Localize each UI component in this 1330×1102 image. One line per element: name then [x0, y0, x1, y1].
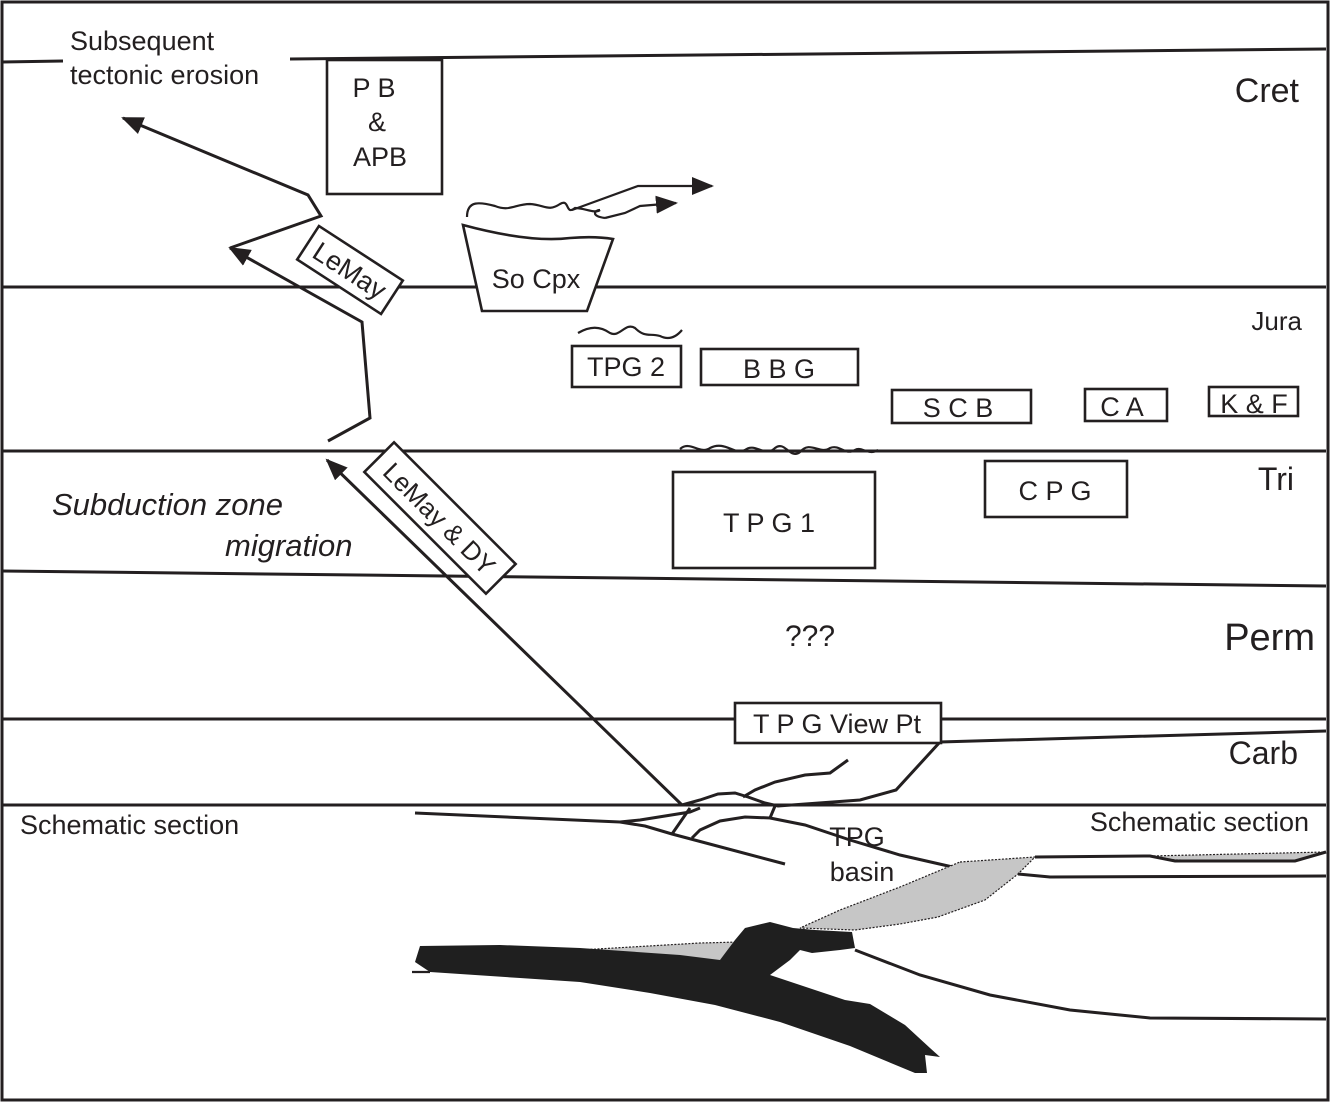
box-bbg — [699, 347, 860, 387]
section-line-upper-a — [681, 729, 1327, 808]
tpg2-squiggle — [577, 325, 683, 340]
migration-arrow-main — [325, 458, 684, 807]
box-ca-label: C A — [1100, 392, 1144, 422]
unknown-label: ??? — [785, 620, 835, 653]
basin-label-line1: TPG — [829, 822, 885, 852]
box-lemay: LeMay — [295, 224, 405, 316]
boundary-cret-top-left — [1, 59, 64, 64]
period-label-cret: Cret — [1235, 72, 1300, 110]
tri-squiggle — [679, 444, 879, 455]
box-cpg — [983, 459, 1129, 519]
box-bbg-label: B B G — [743, 354, 815, 384]
period-label-perm: Perm — [1224, 617, 1315, 659]
box-ca — [1083, 387, 1169, 423]
period-label-carb: Carb — [1229, 735, 1298, 771]
migration-label-line2: migration — [225, 528, 353, 563]
box-tpg2 — [570, 344, 683, 389]
box-lemay-dy-label: LeMay & DY — [377, 456, 501, 580]
box-tpg-view-pt-label: T P G View Pt — [753, 709, 922, 739]
boundary-tri-perm — [1, 569, 1327, 588]
schematic-label-left: Schematic section — [20, 810, 239, 840]
section-line-fault-b — [690, 805, 777, 840]
box-kf — [1207, 385, 1300, 418]
basin-fill-right — [799, 856, 1037, 931]
box-tpg1-label: T P G 1 — [723, 508, 815, 538]
erosion-label-line2: tectonic erosion — [70, 60, 259, 90]
section-line-left-a — [414, 806, 701, 824]
box-tpg-view-pt — [733, 701, 943, 745]
period-label-tri: Tri — [1258, 461, 1294, 497]
section-line-deep — [854, 948, 1327, 1021]
so-cpx-squiggle — [465, 201, 601, 218]
box-pb-line2: & — [368, 107, 386, 137]
section-line-left-b — [619, 820, 786, 866]
period-label-jura: Jura — [1251, 306, 1302, 336]
subducting-slab — [415, 922, 940, 1073]
schematic-label-right: Schematic section — [1090, 807, 1309, 837]
section-line-basin-top — [769, 816, 958, 870]
erosion-label-line1: Subsequent — [70, 26, 215, 56]
section-line-right-bottom — [1017, 872, 1327, 879]
box-so-cpx-label: So Cpx — [492, 264, 581, 294]
box-so-cpx — [461, 223, 615, 313]
box-pb-line1: P B — [352, 73, 395, 103]
section-line-right-top — [1034, 850, 1327, 863]
section-line-upper-b — [742, 758, 849, 799]
box-scb-label: S C B — [923, 393, 994, 423]
migration-label-line1: Subduction zone — [52, 487, 283, 522]
box-pb-apb — [325, 58, 444, 196]
box-scb — [890, 388, 1033, 425]
migration-path-cret — [121, 116, 324, 250]
box-tpg2-label: TPG 2 — [587, 352, 665, 382]
so-cpx-arrow-lower — [593, 203, 676, 218]
section-line-fault-a — [670, 807, 692, 835]
basin-label-line2: basin — [830, 857, 895, 887]
box-pb-line3: APB — [353, 142, 407, 172]
box-tpg1 — [671, 470, 877, 570]
boundary-cret-top — [289, 47, 1327, 61]
box-kf-label: K & F — [1220, 389, 1288, 419]
box-cpg-label: C P G — [1018, 476, 1091, 506]
migration-path-jura — [228, 246, 372, 443]
